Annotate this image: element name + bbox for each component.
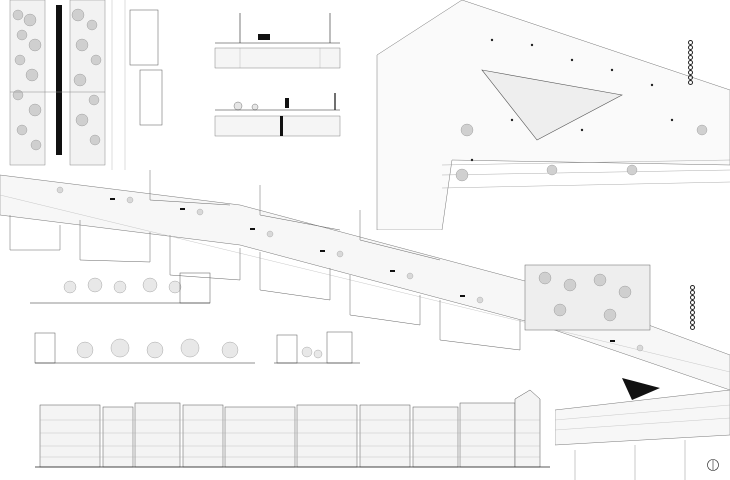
legend-item	[688, 50, 696, 55]
legend-item	[688, 65, 696, 70]
building-section	[272, 330, 362, 375]
square-site-plan	[372, 0, 730, 230]
street-section-a	[210, 8, 350, 78]
plaza-triangle	[622, 378, 660, 400]
legend-item	[688, 55, 696, 60]
legend-item	[688, 75, 696, 80]
main-street-plan	[0, 150, 730, 410]
legend-top	[688, 40, 696, 85]
vertical-street-plan	[0, 0, 165, 200]
north-arrow-icon	[706, 458, 720, 472]
bottom-right-plan	[555, 390, 730, 480]
legend-item	[688, 80, 696, 85]
legend-item	[690, 300, 698, 305]
legend-item	[688, 60, 696, 65]
legend-item	[688, 70, 696, 75]
street-section-b	[210, 88, 350, 148]
legend-item	[688, 45, 696, 50]
legend-item	[690, 315, 698, 320]
tree-section-b	[30, 328, 260, 378]
legend-mid	[690, 285, 698, 330]
legend-item	[690, 285, 698, 290]
legend-item	[690, 305, 698, 310]
street-elevation	[35, 385, 555, 475]
legend-item	[690, 325, 698, 330]
legend-item	[690, 290, 698, 295]
legend-item	[690, 295, 698, 300]
legend-item	[690, 310, 698, 315]
legend-item	[688, 40, 696, 45]
tree-section-a	[25, 265, 215, 315]
legend-item	[690, 320, 698, 325]
